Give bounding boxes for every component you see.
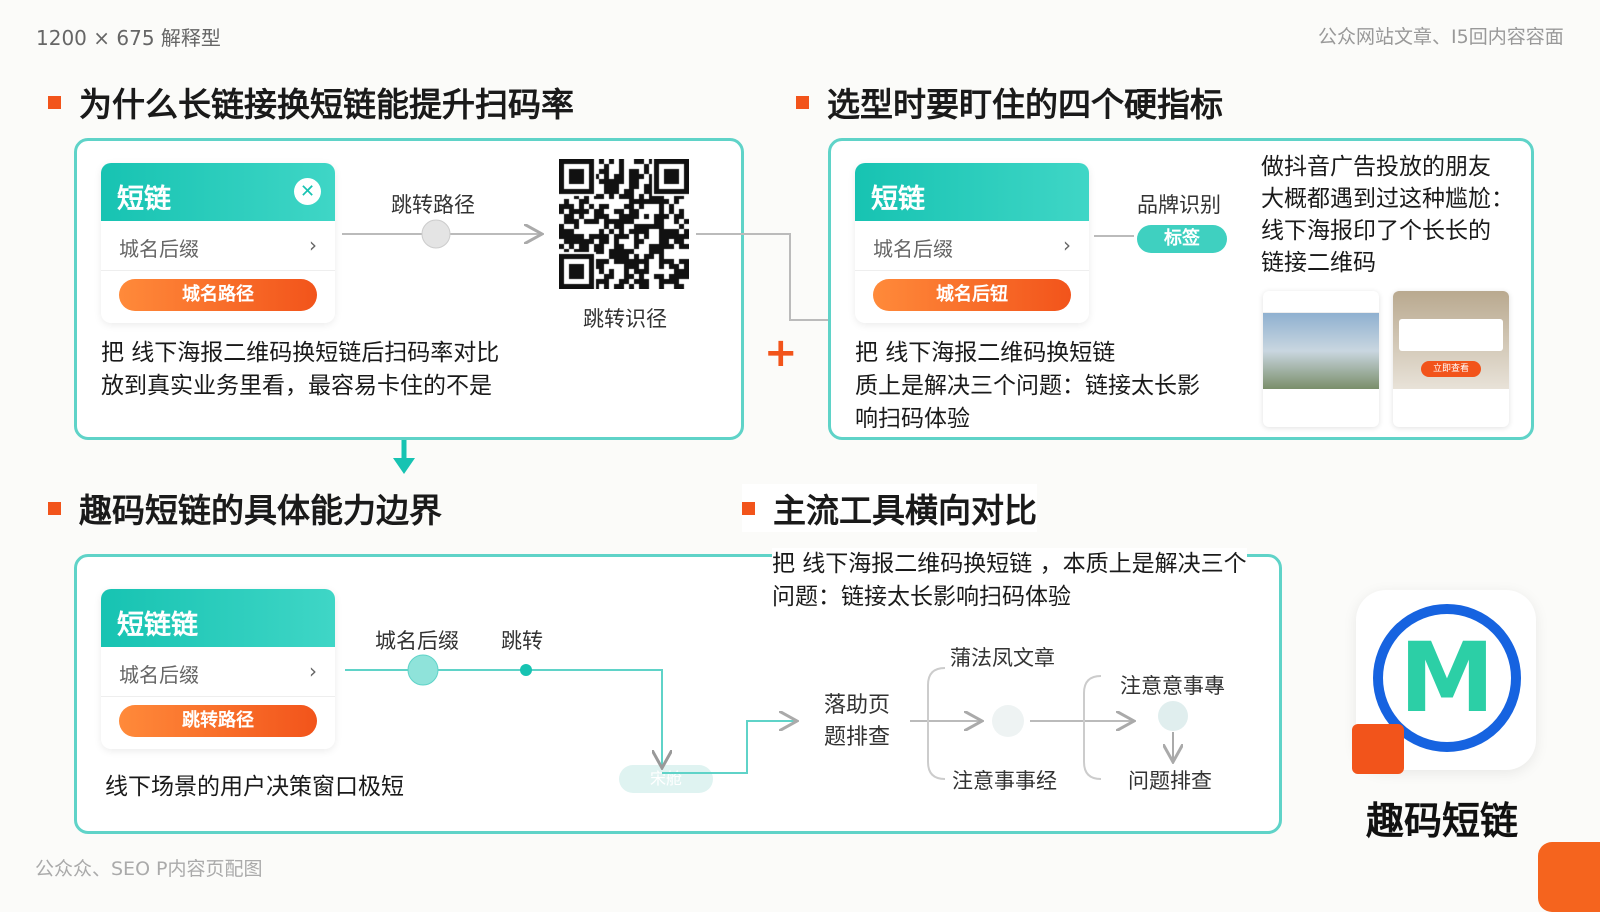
flow-bottom-2: 问题排查 xyxy=(1128,769,1212,793)
footer-caption: 公众众、SEO P内容页配图 xyxy=(35,858,263,880)
section-title-3: 趣码短链的具体能力边界 xyxy=(48,484,442,532)
flow-top-1: 蒲法凤文章 xyxy=(950,646,1055,670)
chevron-right-icon: › xyxy=(1063,233,1071,257)
jump-label: 跳转 xyxy=(501,629,543,653)
card-button[interactable]: 城名后钮 xyxy=(873,279,1071,311)
close-icon[interactable]: ✕ xyxy=(294,178,321,205)
suffix-label: 城名后缀 xyxy=(375,629,459,653)
card-header: 短链 xyxy=(855,163,1089,221)
panel-2: 短链 城名后缀› 城名后钮 品牌识别 标签 把 线下海报二维码换短链 质上是解决… xyxy=(828,138,1534,440)
side-text: 做抖音广告投放的朋友大概都遇到过这种尴尬：线下海报印了个长长的链接二维码 xyxy=(1261,154,1514,276)
section-title-1: 为什么长链接换短链能提升扫码率 xyxy=(48,78,574,126)
card-header: 短链链 xyxy=(101,589,335,647)
flow-bottom-1: 注意事事经 xyxy=(952,769,1057,793)
shortlink-card: 短链✕ 城名后缀› 城名路径 xyxy=(101,163,335,323)
corner-decoration xyxy=(1538,842,1600,912)
card-header: 短链✕ xyxy=(101,163,335,221)
thumb-button: 立即查看 xyxy=(1421,361,1481,377)
body-line: 放到真实业务里看，最容易卡住的不是 xyxy=(101,373,492,399)
body-line: 把 线下海报二维码换短链 xyxy=(855,340,1116,366)
tag-pill: 标签 xyxy=(1137,225,1227,253)
card-row[interactable]: 城名后缀› xyxy=(855,221,1089,271)
qr-code-image xyxy=(559,159,689,289)
shortlink-card: 短链 城名后缀› 城名后钮 xyxy=(855,163,1089,323)
body-line: 质上是解决三个问题：链接太长影 xyxy=(855,373,1200,399)
down-arrow-icon xyxy=(393,458,415,474)
card-row[interactable]: 城名后缀› xyxy=(101,221,335,271)
qr-label: 跳转识径 xyxy=(583,307,667,331)
card-button[interactable]: 城名路径 xyxy=(119,279,317,311)
section-title-2: 选型时要盯住的四个硬指标 xyxy=(796,78,1223,126)
shortlink-card: 短链链 城名后缀› 跳转路径 xyxy=(101,589,335,749)
flow-start: 落助页题排查 xyxy=(824,693,891,750)
body-line: 把 线下海报二维码换短链后扫码率对比 xyxy=(101,340,500,366)
plus-icon: + xyxy=(764,330,798,376)
body-line: 问题：链接太长影响扫码体验 xyxy=(772,584,1071,610)
body-line: 响扫码体验 xyxy=(855,406,970,432)
thumbnail-app[interactable]: 立即查看 xyxy=(1393,291,1509,427)
card-row[interactable]: 城名后缀› xyxy=(101,647,335,697)
card-button[interactable]: 跳转路径 xyxy=(119,705,317,737)
panel-1: 短链✕ 城名后缀› 城名路径 跳转路径 跳转识径 把 线下海报二维码换短链后扫码… xyxy=(74,138,744,440)
thumbnail-building[interactable] xyxy=(1263,291,1379,427)
body-line: 线下场景的用户决策窗口极短 xyxy=(105,774,404,800)
chevron-right-icon: › xyxy=(309,659,317,683)
path-label: 跳转路径 xyxy=(391,193,475,217)
brand-label: 品牌识别 xyxy=(1137,193,1221,217)
logo-m-icon: M xyxy=(1373,604,1521,752)
app-logo: M xyxy=(1352,590,1536,774)
source-label: 公众网站文章、I5回内容容面 xyxy=(1318,26,1564,48)
brand-name: 趣码短链 xyxy=(1366,799,1519,843)
faded-pill: 宋舱 xyxy=(619,765,713,793)
panel-3: 短链链 城名后缀› 跳转路径 城名后缀 跳转 线下场景的用户决策窗口极短 宋舱 xyxy=(74,554,1282,834)
chevron-right-icon: › xyxy=(309,233,317,257)
canvas-size-label: 1200 × 675 解释型 xyxy=(36,26,221,50)
body-line: 把 线下海报二维码换短链 ，本质上是解决三个 xyxy=(772,548,1247,581)
flow-top-2: 注意意事專 xyxy=(1120,674,1225,698)
section-title-4: 主流工具横向对比 xyxy=(742,484,1037,532)
